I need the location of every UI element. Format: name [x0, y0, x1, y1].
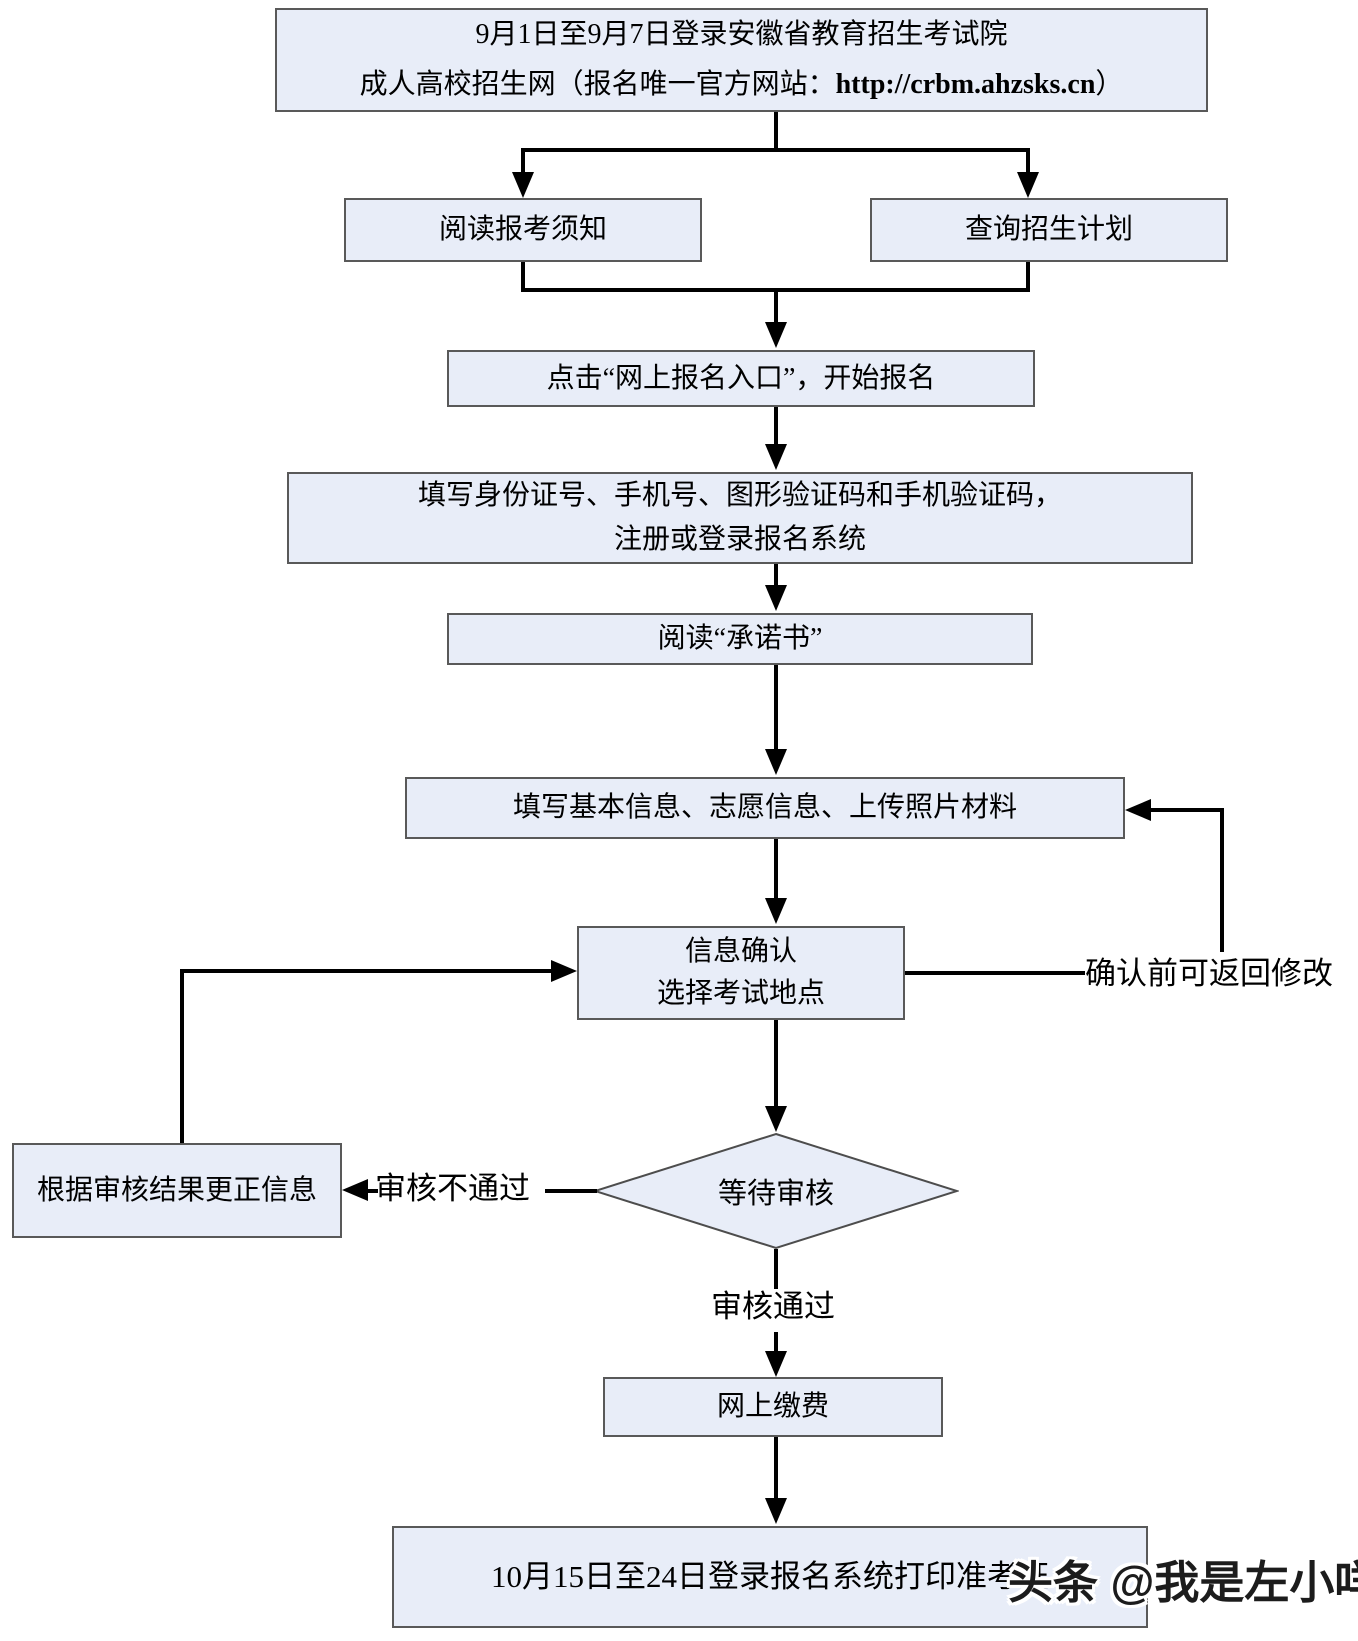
connector-merge-stem — [774, 292, 778, 324]
node-register-line2: 注册或登录报名系统 — [613, 524, 866, 555]
connector-merge-right — [1026, 262, 1030, 292]
connector-merge-bar — [521, 288, 1030, 292]
connector-entry-register — [774, 407, 778, 446]
node-login-site-line1: 9月1日至9月7日登录安徽省教育招生考试院 — [475, 19, 1008, 51]
connector-split-bar — [521, 148, 1030, 152]
node-wait-review: 等待审核 — [593, 1132, 959, 1250]
arrowhead-correction-to-confirm — [551, 960, 577, 982]
connector-register-promise — [774, 564, 778, 587]
connector-pass-upper — [774, 1249, 778, 1289]
arrowhead-to-entry — [765, 322, 787, 348]
node-payment: 网上缴费 — [603, 1377, 943, 1437]
node-wait-review-label: 等待审核 — [717, 1178, 834, 1210]
edge-label-return-modify: 确认前可返回修改 — [1085, 956, 1333, 991]
connector-split-right — [1026, 150, 1030, 174]
connector-split-left — [521, 150, 525, 174]
arrowhead-to-read-notice — [512, 172, 534, 198]
connector-promise-fillinfo — [774, 665, 778, 751]
node-entry: 点击“网上报名入口”，开始报名 — [447, 350, 1035, 407]
node-promise: 阅读“承诺书” — [447, 613, 1033, 665]
arrowhead-to-wait-review — [765, 1106, 787, 1132]
connector-confirm-diamond — [774, 1020, 778, 1108]
arrowhead-to-register — [765, 444, 787, 470]
node-read-notice-label: 阅读报考须知 — [438, 214, 607, 246]
node-fill-info-label: 填写基本信息、志愿信息、上传照片材料 — [512, 792, 1017, 824]
node-register: 填写身份证号、手机号、图形验证码和手机验证码， 注册或登录报名系统 — [287, 472, 1193, 564]
node-query-plan-label: 查询招生计划 — [964, 214, 1133, 246]
connector-feedback-up — [1220, 810, 1224, 952]
edge-label-review-pass: 审核通过 — [711, 1289, 835, 1324]
watermark: 头条 @我是左小咩 — [1008, 1557, 1358, 1608]
arrowhead-feedback-to-fillinfo — [1125, 799, 1151, 821]
registration-url: http://crbm.ahzsks.cn — [835, 69, 1096, 100]
connector-correction-across — [180, 969, 553, 973]
node-login-site: 9月1日至9月7日登录安徽省教育招生考试院 成人高校招生网（报名唯一官方网站：h… — [275, 8, 1208, 112]
connector-top-stem — [774, 112, 778, 150]
node-correction: 根据审核结果更正信息 — [12, 1143, 342, 1238]
node-promise-label: 阅读“承诺书” — [657, 623, 823, 655]
arrowhead-to-fillinfo — [765, 749, 787, 775]
site-line2-prefix: 成人高校招生网（报名唯一官方网站： — [359, 69, 836, 100]
node-confirm-line1: 信息确认 — [684, 936, 797, 967]
arrowhead-to-promise — [765, 585, 787, 611]
edge-label-review-fail: 审核不通过 — [375, 1171, 530, 1206]
node-register-line1: 填写身份证号、手机号、图形验证码和手机验证码， — [417, 479, 1062, 511]
arrowhead-to-payment — [765, 1351, 787, 1377]
connector-fillinfo-confirm — [774, 839, 778, 900]
node-payment-label: 网上缴费 — [716, 1391, 829, 1423]
node-fill-info: 填写基本信息、志愿信息、上传照片材料 — [405, 777, 1125, 839]
node-print-ticket-label: 10月15日至24日登录报名系统打印准考证 — [491, 1558, 1049, 1594]
connector-correction-up — [180, 971, 184, 1143]
arrowhead-to-correction — [342, 1179, 368, 1201]
node-correction-label: 根据审核结果更正信息 — [36, 1174, 317, 1206]
diamond-wait-review-shape — [593, 1132, 959, 1250]
connector-merge-left — [521, 262, 525, 292]
connector-feedback-out — [905, 971, 1085, 975]
arrowhead-to-query-plan — [1017, 172, 1039, 198]
connector-pass-lower — [774, 1332, 778, 1353]
node-login-site-line2: 成人高校招生网（报名唯一官方网站：http://crbm.ahzsks.cn） — [360, 60, 1124, 110]
node-confirm: 信息确认 选择考试地点 — [577, 926, 905, 1020]
site-line2-suffix: ） — [1095, 69, 1124, 100]
node-entry-label: 点击“网上报名入口”，开始报名 — [546, 362, 936, 394]
connector-payment-print — [774, 1437, 778, 1500]
node-confirm-line2: 选择考试地点 — [656, 978, 825, 1009]
arrowhead-to-print — [765, 1498, 787, 1524]
arrowhead-to-confirm — [765, 898, 787, 924]
connector-fail-from-diamond — [545, 1189, 597, 1193]
node-print-ticket: 10月15日至24日登录报名系统打印准考证 — [392, 1526, 1148, 1628]
connector-fail-segment — [366, 1189, 378, 1193]
node-query-plan: 查询招生计划 — [870, 198, 1228, 262]
connector-feedback-top — [1149, 808, 1224, 812]
node-read-notice: 阅读报考须知 — [344, 198, 702, 262]
